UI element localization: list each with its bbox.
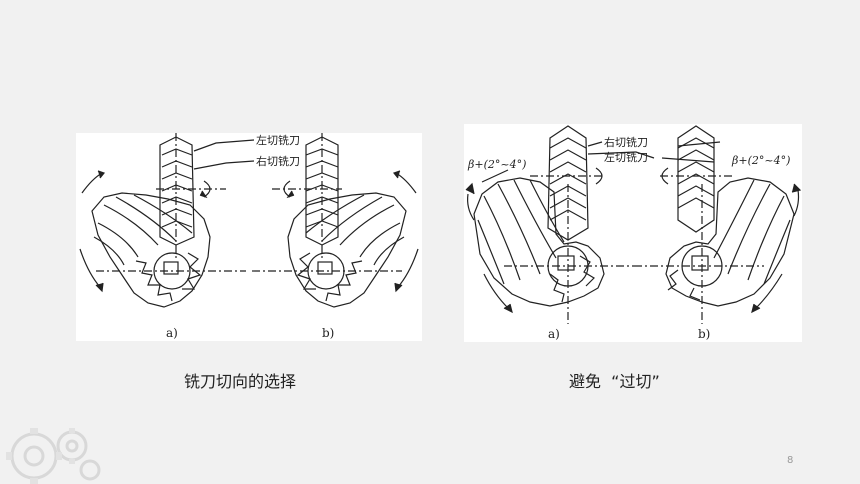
subfigure-label-b: b) [322, 326, 334, 340]
hob-cutter-a [156, 133, 226, 261]
cutter-direction-figure: 左切铣刀 右切铣刀 a) b) [76, 133, 422, 341]
hob-cutter-b [660, 125, 734, 233]
hob-cutter-a [530, 125, 604, 241]
page-number: 8 [787, 455, 794, 466]
label-left-cutter: 左切铣刀 [256, 133, 300, 147]
angle-annotation-b: β+(2°~4°) [731, 154, 790, 167]
label-left-cutter: 左切铣刀 [604, 150, 648, 164]
gear-a [473, 177, 634, 324]
decorative-gears-icon [6, 428, 101, 484]
avoid-overcut-diagram: 右切铣刀 左切铣刀 β+(2°~4°) β+(2°~4°) a) b) [465, 125, 802, 341]
gear-b [252, 192, 407, 308]
subfigure-label-a: a) [166, 326, 178, 340]
label-right-cutter: 右切铣刀 [604, 135, 648, 149]
caption-cutter-direction: 铣刀切向的选择 [184, 372, 297, 391]
angle-annotation-a: β+(2°~4°) [467, 158, 526, 171]
subfigure-label-b: b) [698, 327, 710, 341]
hob-cutter-b [272, 133, 342, 261]
avoid-overcut-figure: 右切铣刀 左切铣刀 β+(2°~4°) β+(2°~4°) a) b) [464, 124, 802, 342]
label-right-cutter: 右切铣刀 [256, 154, 300, 168]
caption-avoid-overcut: 避免 “过切” [569, 372, 660, 391]
gear-a [91, 192, 246, 308]
cutter-direction-diagram: 左切铣刀 右切铣刀 a) b) [79, 133, 419, 340]
gear-b [634, 177, 795, 324]
subfigure-label-a: a) [548, 327, 560, 341]
